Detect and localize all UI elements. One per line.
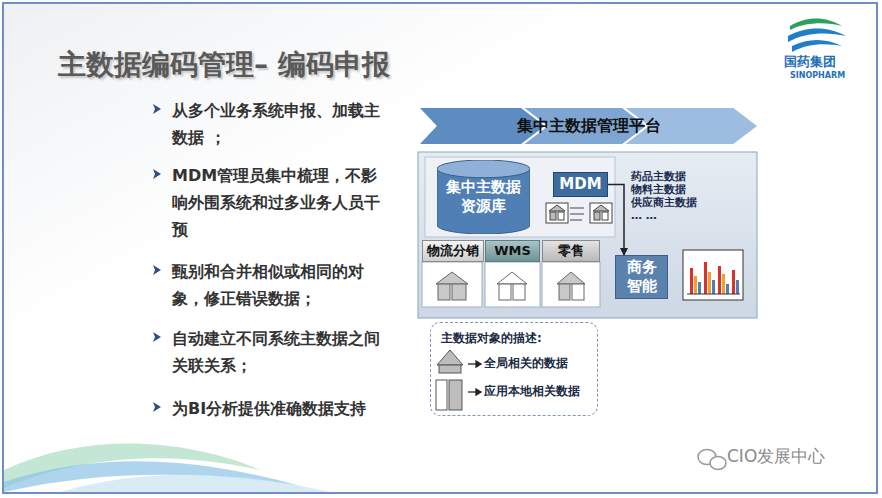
node-text: MDM (559, 175, 601, 194)
bullet-text: 自动建立不同系统主数据之间关联关系； (172, 325, 382, 379)
platform-band: 集中主数据管理平台 (420, 108, 757, 144)
system-tab: 物流分销 (422, 240, 484, 262)
bullet-text: 从多个业务系统申报、加载主数据 ； (172, 97, 382, 151)
slide-title: 主数据编码管理– 编码申报 (58, 46, 390, 84)
logo-text: 国药集团 (784, 55, 836, 70)
legend-text: 全局相关的数据 (484, 355, 568, 372)
node-text: 集中主数据管理平台 (439, 116, 739, 136)
node-text: WMS (494, 243, 531, 259)
data-type: 药品主数据 (631, 171, 686, 184)
logo-text: SINOPHARM (790, 71, 845, 80)
data-type: … … (631, 210, 657, 223)
bullet-text: MDM管理员集中梳理，不影响外围系统和过多业务人员干预 (172, 162, 382, 243)
system-tab: 零售 (542, 240, 600, 262)
data-type: 供应商主数据 (631, 197, 697, 210)
node-text: 主数据对象的描述: (441, 331, 542, 346)
node-text: 集中主数据 资源库 (444, 178, 524, 216)
system-tab: WMS (485, 240, 540, 262)
bi-box: 商务 智能 (615, 255, 668, 299)
database-cylinder: 集中主数据 资源库 (437, 160, 530, 234)
mdm-box: MDM (553, 172, 608, 197)
legend-text: 应用本地相关数据 (484, 383, 580, 400)
node-text: 物流分销 (427, 243, 479, 259)
node-text: 商务 智能 (625, 258, 659, 296)
bullet-text: 甄别和合并相似或相同的对象，修正错误数据； (172, 258, 382, 312)
watermark: CIO发展中心 (727, 447, 825, 467)
data-type: 物料主数据 (631, 184, 686, 197)
flow-arrow (608, 185, 624, 256)
node-text: 零售 (558, 243, 584, 259)
bullet-text: 为BI分析提供准确数据支持 (172, 395, 402, 422)
